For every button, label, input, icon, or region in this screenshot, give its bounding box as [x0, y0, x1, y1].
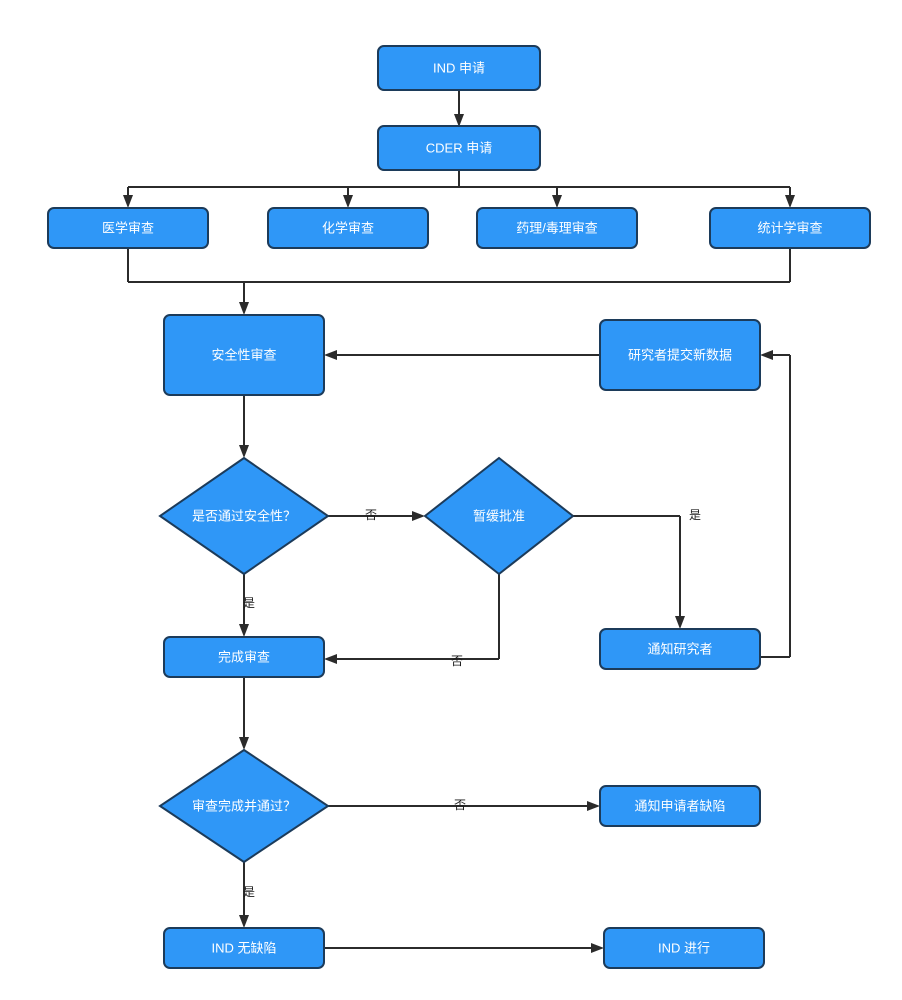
node-safety-review[interactable]: 安全性审查 [163, 314, 325, 396]
edge-layer: 暂缓批准 --> 否 完成审查 --> 是 通知研究者 --> 是 完成审查 -… [123, 90, 795, 953]
edge-newdata-to-safety [324, 350, 600, 360]
edge-decision-to-complete: 是 [239, 574, 255, 637]
edge-nodeficiency-to-proceed [324, 943, 604, 953]
node-shape-notify-deficiency[interactable] [599, 785, 761, 827]
node-pharm-tox-review[interactable]: 药理/毒理审查 [476, 207, 638, 249]
node-medical-review[interactable]: 医学审查 [47, 207, 209, 249]
edge-label-pass-deficiency: 否 [454, 798, 466, 812]
edge-hold-to-notify: 是 [573, 508, 701, 629]
node-complete-review[interactable]: 完成审查 [163, 636, 325, 678]
edge-label-hold-complete: 否 [451, 654, 463, 668]
edge-label-decision-complete: 是 [243, 596, 255, 610]
edge-hold-to-complete: 否 [324, 574, 500, 668]
node-shape-ind-no-deficiency[interactable] [163, 927, 325, 969]
edge-complete-to-passcheck [239, 677, 249, 750]
edge-decision-to-hold: 否 [328, 508, 425, 522]
node-shape-ind-application[interactable] [377, 45, 541, 91]
node-shape-pharm-tox-review[interactable] [476, 207, 638, 249]
node-layer: IND 申请 CDER 申请 医学审查 化学审查 药理/毒理审查 统计学审查 [47, 45, 871, 969]
node-shape-medical-review[interactable] [47, 207, 209, 249]
node-shape-notify-sponsor[interactable] [599, 628, 761, 670]
node-shape-complete-review[interactable] [163, 636, 325, 678]
node-statistics-review[interactable]: 统计学审查 [709, 207, 871, 249]
node-shape-clinical-hold[interactable] [423, 456, 575, 576]
node-shape-ind-proceed[interactable] [603, 927, 765, 969]
node-ind-proceed[interactable]: IND 进行 [603, 927, 765, 969]
node-shape-statistics-review[interactable] [709, 207, 871, 249]
node-shape-chemistry-review[interactable] [267, 207, 429, 249]
edge-passcheck-to-nodeficiency: 是 [239, 862, 255, 928]
node-cder-application[interactable]: CDER 申请 [377, 125, 541, 171]
node-notify-deficiency[interactable]: 通知申请者缺陷 [599, 785, 761, 827]
edge-safety-to-decision [239, 395, 249, 458]
node-safety-decision[interactable]: 是否通过安全性？ [158, 456, 330, 576]
node-review-pass-decision[interactable]: 审查完成并通过？ [158, 748, 330, 864]
edge-label-pass-nodeficiency: 是 [243, 885, 255, 899]
node-ind-no-deficiency[interactable]: IND 无缺陷 [163, 927, 325, 969]
node-shape-cder-application[interactable] [377, 125, 541, 171]
edge-label-hold-notify: 是 [689, 508, 701, 522]
edge-notify-to-newdata [760, 350, 791, 658]
node-sponsor-new-data[interactable]: 研究者提交新数据 [599, 319, 761, 391]
edge-ind-to-cder [454, 90, 464, 127]
edge-reviews-to-safety [127, 248, 791, 315]
edge-label-decision-hold: 否 [365, 508, 377, 522]
node-shape-safety-review[interactable] [163, 314, 325, 396]
node-shape-safety-decision[interactable] [158, 456, 330, 576]
node-shape-sponsor-new-data[interactable] [599, 319, 761, 391]
node-shape-review-pass-decision[interactable] [158, 748, 330, 864]
node-ind-application[interactable]: IND 申请 [377, 45, 541, 91]
edge-passcheck-to-deficiency: 否 [328, 798, 600, 812]
node-notify-sponsor[interactable]: 通知研究者 [599, 628, 761, 670]
edge-cder-fanout [123, 170, 795, 208]
node-clinical-hold[interactable]: 暂缓批准 [423, 456, 575, 576]
node-chemistry-review[interactable]: 化学审查 [267, 207, 429, 249]
